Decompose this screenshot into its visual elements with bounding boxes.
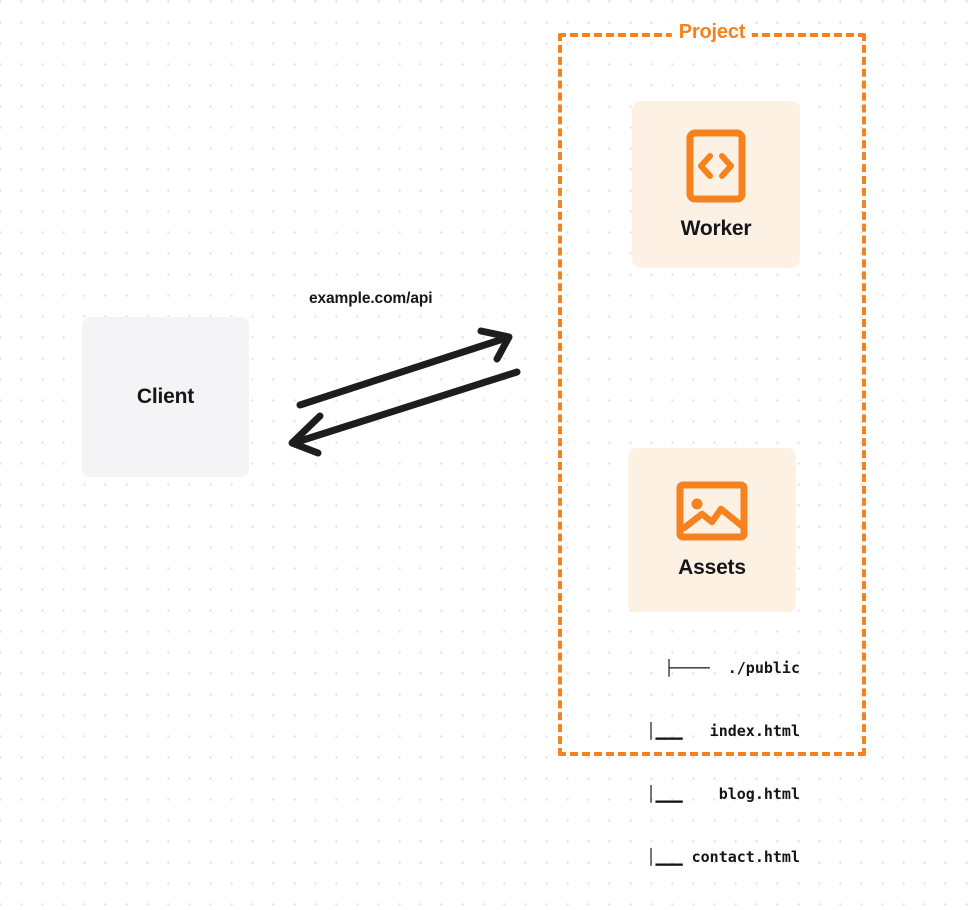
response-arrow [288, 368, 521, 457]
diagram-canvas: Client example.com/api Project [82, 21, 866, 866]
assets-label: Assets [678, 556, 746, 579]
client-label: Client [136, 385, 195, 408]
file-tree-line: │▁▁▁ contact.html [646, 848, 800, 866]
file-tree-line: │▁▁▁ index.html [646, 722, 800, 740]
assets-node[interactable]: Assets [628, 448, 796, 612]
assets-file-tree: ├──── ./public │▁▁▁ index.html │▁▁▁ blog… [606, 616, 800, 910]
worker-node[interactable]: Worker [632, 101, 800, 268]
worker-label: Worker [680, 216, 752, 240]
file-tree-line: ├──── ./public [664, 659, 800, 677]
code-brackets-icon [686, 129, 746, 203]
project-group: Project Worker Assets [558, 21, 866, 866]
client-node[interactable]: Client [82, 317, 249, 477]
request-arrow [296, 327, 513, 409]
file-tree-line: │▁▁▁ blog.html [646, 785, 800, 803]
image-icon [676, 480, 748, 542]
edge-label-example-com-api: example.com/api [309, 290, 433, 307]
project-title: Project [671, 21, 753, 45]
